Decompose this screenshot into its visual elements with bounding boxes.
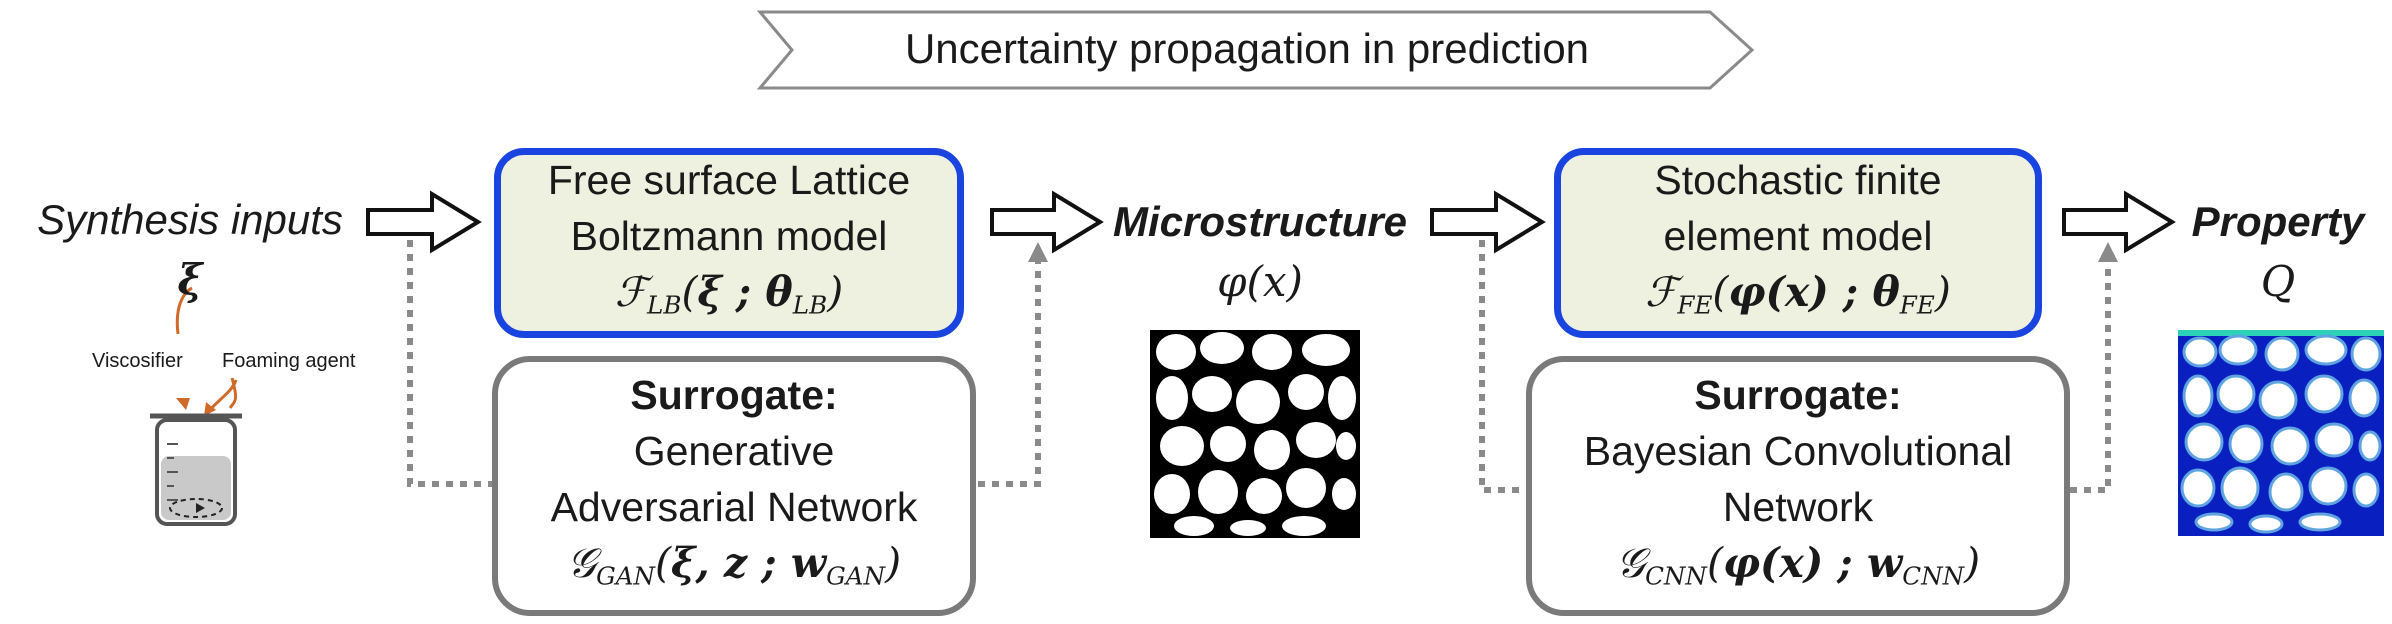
cnn-line2: Network bbox=[1722, 484, 1874, 531]
gan-surrogate-box: Surrogate: Generative Adversarial Networ… bbox=[492, 356, 976, 616]
cnn-formula: 𝒢CNN(φ(x) ; wCNN) bbox=[1615, 539, 1981, 591]
microstructure-image bbox=[1150, 330, 1360, 538]
synthesis-inputs-symbol: ξ bbox=[177, 255, 203, 304]
synthesis-inputs-label: Synthesis inputs bbox=[37, 196, 343, 243]
dotted-connectors bbox=[407, 240, 2111, 493]
microstructure-label: Microstructure bbox=[1112, 198, 1408, 245]
sfe-line2: element model bbox=[1663, 213, 1933, 260]
arrow-lbm-to-micro bbox=[990, 190, 1104, 254]
lbm-formula: ℱLB(ξ ; θLB) bbox=[614, 268, 844, 320]
arrow-sfe-to-property bbox=[2062, 190, 2176, 254]
cnn-heading: Surrogate: bbox=[1694, 372, 1902, 419]
cnn-line1: Bayesian Convolutional bbox=[1583, 428, 2013, 475]
sfe-line1: Stochastic finite bbox=[1654, 157, 1942, 204]
arrow-micro-to-sfe bbox=[1430, 190, 1546, 254]
gan-line1: Generative bbox=[633, 428, 835, 475]
property-label: Property bbox=[2191, 198, 2365, 245]
gan-line2: Adversarial Network bbox=[550, 484, 918, 531]
property-field-image bbox=[2178, 330, 2384, 536]
banner-title: Uncertainty propagation in prediction bbox=[904, 25, 1590, 72]
lbm-line2: Boltzmann model bbox=[570, 213, 888, 260]
foaming-agent-label: Foaming agent bbox=[222, 350, 356, 372]
beaker-icon bbox=[150, 286, 242, 526]
gan-heading: Surrogate: bbox=[630, 372, 838, 419]
property-symbol: Q bbox=[2260, 257, 2296, 306]
viscosifier-label: Viscosifier bbox=[92, 350, 183, 372]
gan-formula: 𝒢GAN(ξ, z ; wGAN) bbox=[566, 539, 902, 591]
dotted-arrowheads bbox=[1028, 242, 2118, 262]
cnn-surrogate-box: Surrogate: Bayesian Convolutional Networ… bbox=[1526, 356, 2070, 616]
sfe-model-box: Stochastic finite element model ℱFE(φ(x)… bbox=[1554, 148, 2042, 338]
lbm-line1: Free surface Lattice bbox=[547, 157, 911, 204]
arrow-inputs-to-lbm bbox=[366, 190, 482, 254]
banner-shape bbox=[756, 10, 1755, 90]
lbm-model-box: Free surface Lattice Boltzmann model ℱLB… bbox=[494, 148, 964, 338]
sfe-formula: ℱFE(φ(x) ; θFE) bbox=[1645, 268, 1951, 320]
microstructure-symbol: φ(x) bbox=[1217, 257, 1303, 306]
